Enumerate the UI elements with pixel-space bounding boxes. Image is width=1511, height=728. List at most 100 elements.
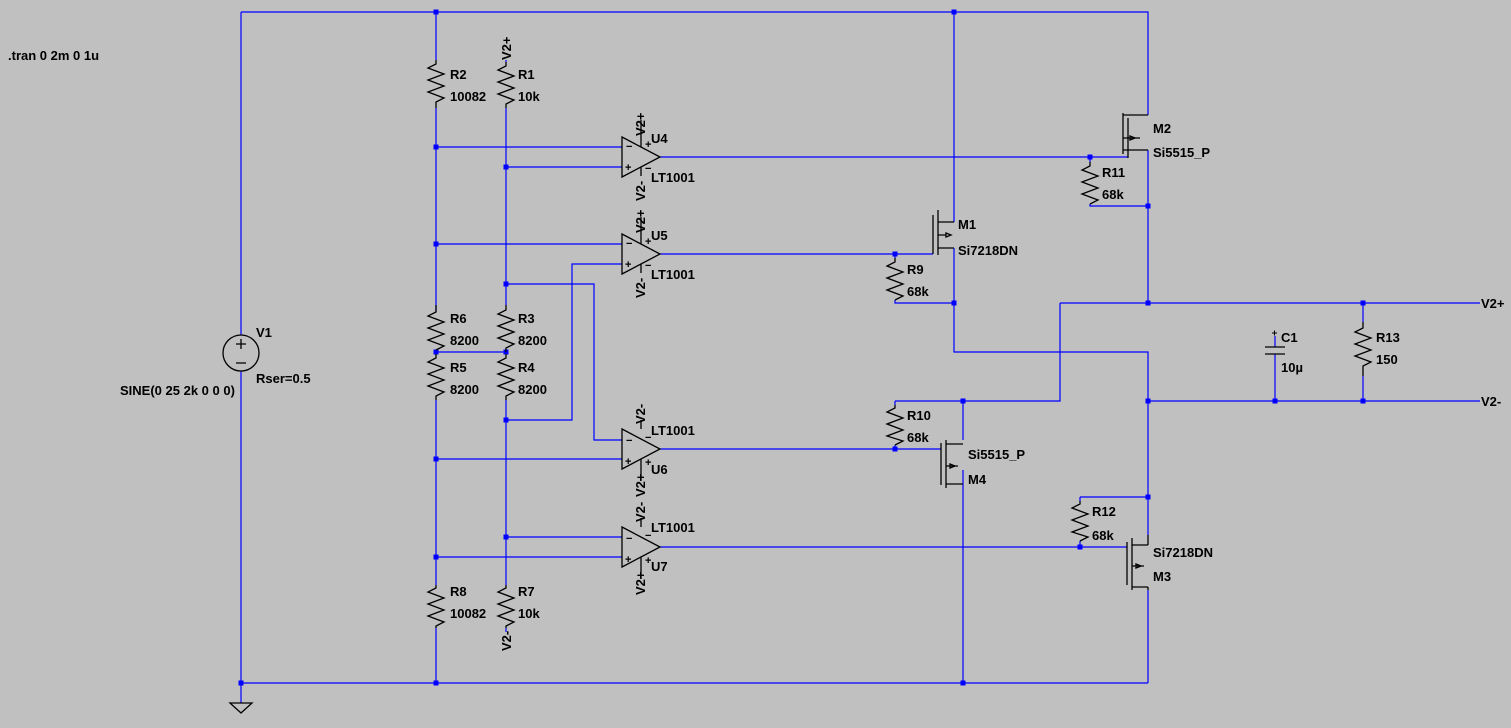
- svg-text:−: −: [626, 435, 632, 447]
- u4-model: LT1001: [651, 170, 695, 185]
- r8-name: R8: [450, 584, 467, 599]
- svg-text:+: +: [645, 236, 651, 248]
- m2-name: M2: [1153, 121, 1171, 136]
- spice-directive: .tran 0 2m 0 1u: [8, 48, 99, 63]
- c1-name: C1: [1281, 330, 1298, 345]
- svg-text:+: +: [625, 554, 631, 566]
- m2-model: Si5515_P: [1153, 145, 1210, 160]
- ground-icon: [228, 702, 254, 714]
- svg-text:+: +: [625, 259, 631, 271]
- resistor-r2: R2 10082: [426, 60, 486, 108]
- svg-text:+: +: [645, 555, 651, 567]
- r10-value: 68k: [907, 430, 929, 445]
- svg-text:+: +: [625, 456, 631, 468]
- svg-text:−: −: [626, 533, 632, 545]
- m1-name: M1: [958, 217, 976, 232]
- svg-text:−: −: [626, 141, 632, 153]
- r9-name: R9: [907, 262, 924, 277]
- resistor-r10: R10 68k: [884, 405, 931, 446]
- opamp-u5: − + + − U5 LT1001 V2+ V2-: [621, 209, 695, 298]
- r9-value: 68k: [907, 284, 929, 299]
- r1-name: R1: [518, 67, 535, 82]
- net-label-vneg: V2-: [1481, 394, 1501, 409]
- u5-model: LT1001: [651, 267, 695, 282]
- r4-value: 8200: [518, 382, 547, 397]
- r6-name: R6: [450, 311, 467, 326]
- resistor-r1: R1 10k: [496, 62, 540, 108]
- svg-text:+: +: [645, 457, 651, 469]
- r7-bottom-vneg: V2-: [499, 631, 514, 651]
- m3-name: M3: [1153, 569, 1171, 584]
- r7-value: 10k: [518, 606, 540, 621]
- u6-vpos: V2+: [633, 473, 648, 497]
- c1-value: 10µ: [1281, 360, 1303, 375]
- r5-name: R5: [450, 360, 467, 375]
- mosfet-m2: M2 Si5515_P: [1122, 113, 1210, 160]
- r13-name: R13: [1376, 330, 1400, 345]
- u5-vneg: V2-: [633, 278, 648, 298]
- svg-text:−: −: [645, 260, 651, 272]
- svg-text:+: +: [645, 139, 651, 151]
- m4-model: Si5515_P: [968, 447, 1025, 462]
- svg-text:−: −: [626, 238, 632, 250]
- r12-name: R12: [1092, 504, 1116, 519]
- m3-model: Si7218DN: [1153, 545, 1213, 560]
- v1-param: Rser=0.5: [256, 371, 311, 386]
- mosfet-m1: M1 Si7218DN: [932, 210, 1018, 258]
- r2-name: R2: [450, 67, 467, 82]
- resistor-r7: R7 10k: [496, 584, 540, 628]
- r8-value: 10082: [450, 606, 486, 621]
- resistor-r8: R8 10082: [426, 584, 486, 628]
- u7-vpos: V2+: [633, 571, 648, 595]
- r1-value: 10k: [518, 89, 540, 104]
- r13-value: 150: [1376, 352, 1398, 367]
- r10-name: R10: [907, 408, 931, 423]
- mosfet-m4: Si5515_P M4: [940, 440, 1025, 488]
- u5-vpos: V2+: [633, 209, 648, 233]
- resistor-r3: R3 8200: [496, 305, 547, 352]
- v1-name: V1: [256, 325, 272, 340]
- resistor-r4: R4 8200: [496, 354, 547, 400]
- r3-name: R3: [518, 311, 535, 326]
- opamp-u7: − + − + LT1001 U7 V2- V2+: [621, 502, 695, 595]
- r11-name: R11: [1102, 165, 1125, 180]
- resistor-r11: R11 68k: [1080, 162, 1125, 205]
- capacitor-c1: C1 10µ: [1265, 330, 1303, 375]
- m1-model: Si7218DN: [958, 243, 1018, 258]
- voltage-source-v1: V1 Rser=0.5 SINE(0 25 2k 0 0 0): [120, 325, 311, 398]
- r7-name: R7: [518, 584, 535, 599]
- r6-value: 8200: [450, 333, 479, 348]
- wires: [240, 11, 1480, 703]
- opamp-u6: − + − + LT1001 U6 V2- V2+: [621, 404, 695, 497]
- resistor-r5: R5 8200: [426, 354, 479, 400]
- r2-value: 10082: [450, 89, 486, 104]
- u6-vneg: V2-: [633, 404, 648, 424]
- r1-top-vpos: V2+: [499, 36, 514, 60]
- mosfet-m3: Si7218DN M3: [1126, 535, 1213, 590]
- u4-vpos: V2+: [633, 112, 648, 136]
- svg-text:−: −: [645, 530, 651, 542]
- r5-value: 8200: [450, 382, 479, 397]
- u5-name: U5: [651, 228, 668, 243]
- resistor-r13: R13 150: [1353, 322, 1400, 376]
- r3-value: 8200: [518, 333, 547, 348]
- resistor-r6: R6 8200: [426, 305, 479, 351]
- opamp-u4: − + + − U4 LT1001 V2+ V2-: [621, 112, 695, 201]
- u7-vneg: V2-: [633, 502, 648, 522]
- m4-name: M4: [968, 472, 987, 487]
- u6-name: U6: [651, 462, 668, 477]
- svg-text:+: +: [625, 162, 631, 174]
- u6-model: LT1001: [651, 423, 695, 438]
- u4-vneg: V2-: [633, 181, 648, 201]
- svg-text:−: −: [645, 163, 651, 175]
- r11-value: 68k: [1102, 187, 1124, 202]
- u7-name: U7: [651, 559, 668, 574]
- r12-value: 68k: [1092, 528, 1114, 543]
- resistor-r12: R12 68k: [1069, 501, 1116, 543]
- u4-name: U4: [651, 131, 668, 146]
- svg-text:−: −: [645, 432, 651, 444]
- junction-dots: [238, 9, 1366, 686]
- u7-model: LT1001: [651, 520, 695, 535]
- net-label-vpos: V2+: [1481, 296, 1505, 311]
